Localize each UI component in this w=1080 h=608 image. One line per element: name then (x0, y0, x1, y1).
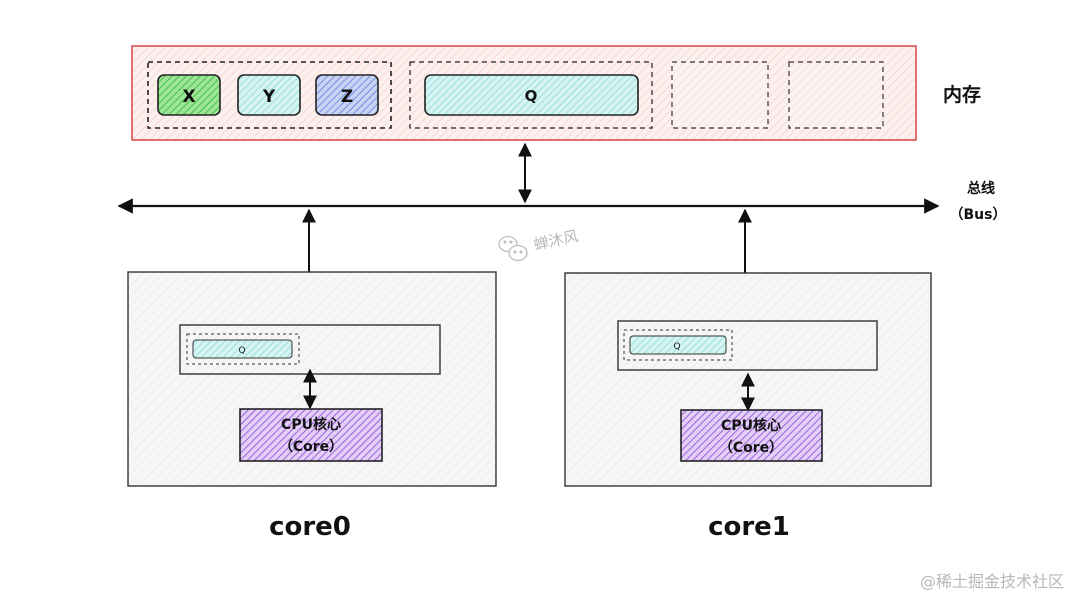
bus-label-line1: 总线 (967, 180, 995, 197)
memory-cell-x (157, 74, 221, 116)
memory-cell-y-label: Y (262, 87, 276, 107)
core1-cache-slot (623, 329, 733, 361)
corner-watermark-text: @稀土掘金技术社区 (920, 572, 1064, 591)
memory-cell-z-label: Z (341, 87, 353, 107)
memory-cell-y (237, 74, 301, 116)
memory-cell-z (315, 74, 379, 116)
core0-cpu-label-line1: CPU核心 (281, 416, 341, 433)
center-watermark-text: 蝉沐风 (532, 227, 580, 254)
wechat-icon (498, 235, 528, 262)
memory-xyz-group (147, 61, 392, 129)
memory-cell-q-label: Q (525, 87, 538, 105)
core1-name: core1 (708, 512, 790, 542)
core1-cache-q-label: Q (673, 342, 680, 352)
core1-cpu (680, 409, 823, 462)
core1-cpu-label-line1: CPU核心 (721, 417, 781, 434)
memory-label: 内存 (943, 83, 981, 106)
core0-cpu-label-line2: （Core） (279, 439, 343, 455)
core0-cache-slot (186, 333, 300, 365)
wechat-watermark: 蝉沐风 (498, 227, 580, 262)
memory-cell-x-label: X (182, 87, 195, 107)
bus-label-line2: （Bus） (950, 207, 1007, 223)
memory-empty-slot (788, 61, 884, 129)
core1-cache-q (629, 335, 727, 355)
memory-cell-q (424, 74, 639, 116)
memory-empty-slot (671, 61, 769, 129)
memory-block: X Y Z Q (131, 45, 917, 141)
core0-cache-q-label: Q (238, 346, 245, 356)
core0-cache (179, 324, 441, 375)
core0-name: core0 (269, 512, 351, 542)
core0-panel: Q CPU核心 （Core） (127, 271, 497, 487)
memory-q-group (409, 61, 653, 129)
core0-cpu (239, 408, 383, 462)
core0-cache-q (192, 339, 293, 359)
core1-cpu-label-line2: （Core） (719, 440, 783, 456)
core1-panel: Q CPU核心 （Core） (564, 272, 932, 487)
